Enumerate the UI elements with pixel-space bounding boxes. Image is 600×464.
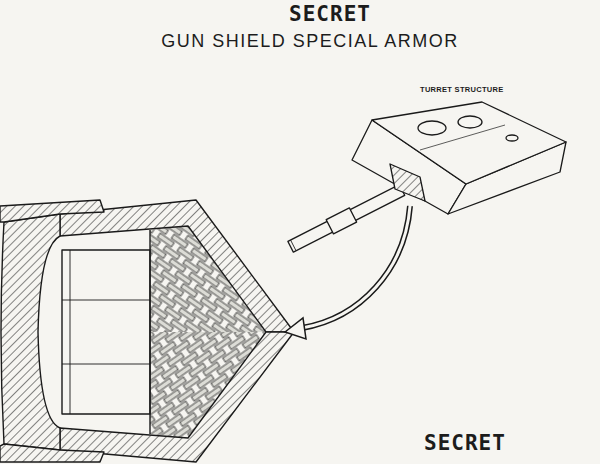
hatch xyxy=(418,121,446,135)
gun-barrel xyxy=(287,183,406,254)
gun-shield xyxy=(390,164,425,201)
pointer-arrow xyxy=(285,206,410,339)
part-label: TURRET STRUCTURE xyxy=(420,86,504,94)
gun-shield-section xyxy=(0,200,294,462)
rear-block xyxy=(1,214,60,450)
diagram-title: GUN SHIELD SPECIAL ARMOR xyxy=(161,32,458,52)
lower-shield-wall xyxy=(60,332,294,462)
hatch xyxy=(458,116,482,128)
upper-shield-wall xyxy=(60,200,294,332)
classification-marking: SECRET xyxy=(289,3,371,26)
cavity-line xyxy=(70,250,71,414)
cavity-line xyxy=(62,364,150,365)
insert-backplate xyxy=(149,230,150,434)
gun-cavity xyxy=(62,250,150,414)
panel-line xyxy=(420,125,505,150)
vision-block xyxy=(506,135,518,141)
cavity-line xyxy=(62,300,150,301)
turret-drawing xyxy=(287,102,566,254)
classification-marking: SECRET xyxy=(424,432,506,455)
bottom-flange xyxy=(0,444,104,462)
top-flange xyxy=(0,200,104,222)
